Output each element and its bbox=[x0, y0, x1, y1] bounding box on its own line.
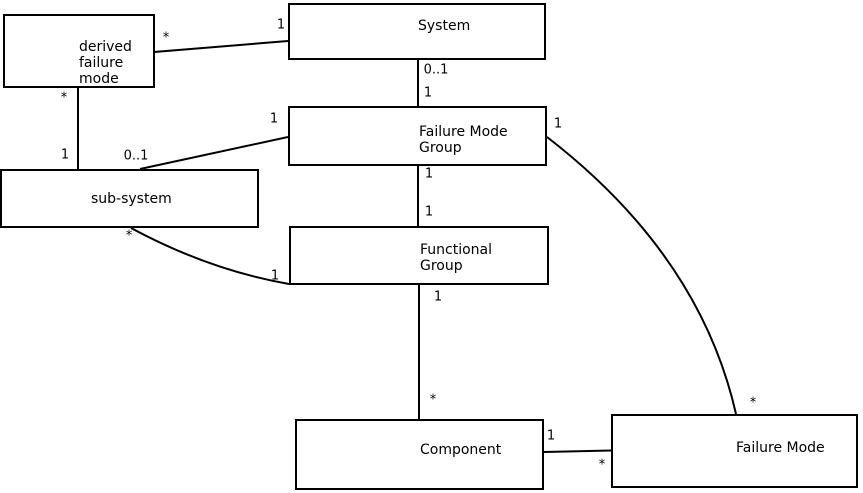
multiplicity-fmg-fm-near-fm: * bbox=[749, 395, 757, 411]
edge-failure-mode-group-subsystem bbox=[139, 136, 289, 170]
multiplicity-subsystem-fg-near-fg: 1 bbox=[270, 268, 280, 284]
node-functional-group: Functional Group bbox=[289, 226, 549, 285]
multiplicity-fg-component-near-fg: 1 bbox=[433, 289, 443, 305]
multiplicity-fmg-fg-near-fmg: 1 bbox=[424, 166, 434, 182]
node-failure-mode: Failure Mode bbox=[611, 414, 858, 488]
multiplicity-system-dfm-near-dfm: * bbox=[162, 30, 170, 46]
multiplicity-system-fmg-near-system: 0..1 bbox=[423, 62, 449, 78]
node-sub-system: sub-system bbox=[0, 169, 259, 228]
edge-failure-mode-group-failure-mode bbox=[546, 136, 737, 415]
node-derived-failure-mode: derived failure mode bbox=[3, 14, 155, 88]
edge-system-derived-failure-mode bbox=[153, 40, 289, 53]
multiplicity-fmg-fm-near-fmg: 1 bbox=[553, 116, 563, 132]
node-component-label: Component bbox=[420, 442, 502, 458]
multiplicity-fg-component-near-component: * bbox=[429, 392, 437, 408]
edge-component-failure-mode bbox=[543, 449, 612, 453]
node-functional-group-label: Functional Group bbox=[420, 242, 493, 274]
multiplicity-subsystem-fg-near-subsystem: * bbox=[125, 228, 133, 244]
multiplicity-component-fm-near-fm: * bbox=[598, 457, 606, 473]
node-sub-system-label: sub-system bbox=[91, 191, 172, 207]
node-component: Component bbox=[295, 419, 544, 490]
multiplicity-dfm-subsystem-near-dfm: * bbox=[60, 90, 68, 106]
multiplicity-dfm-subsystem-near-subsystem: 1 bbox=[60, 147, 70, 163]
node-failure-mode-group: Failure Mode Group bbox=[288, 106, 547, 166]
edge-subsystem-functional-group bbox=[130, 227, 290, 285]
node-failure-mode-group-label: Failure Mode Group bbox=[419, 124, 508, 156]
node-system: System bbox=[288, 3, 546, 60]
multiplicity-system-dfm-near-system: 1 bbox=[276, 17, 286, 33]
node-failure-mode-label: Failure Mode bbox=[736, 440, 825, 456]
multiplicity-fmg-subsystem-near-subsystem: 0..1 bbox=[123, 148, 149, 164]
multiplicity-system-fmg-near-fmg: 1 bbox=[423, 85, 433, 101]
node-system-label: System bbox=[418, 18, 471, 34]
multiplicity-component-fm-near-component: 1 bbox=[546, 428, 556, 444]
multiplicity-fmg-subsystem-near-fmg: 1 bbox=[269, 111, 279, 127]
multiplicity-fmg-fg-near-fg: 1 bbox=[424, 204, 434, 220]
node-derived-failure-mode-label: derived failure mode bbox=[79, 39, 132, 87]
